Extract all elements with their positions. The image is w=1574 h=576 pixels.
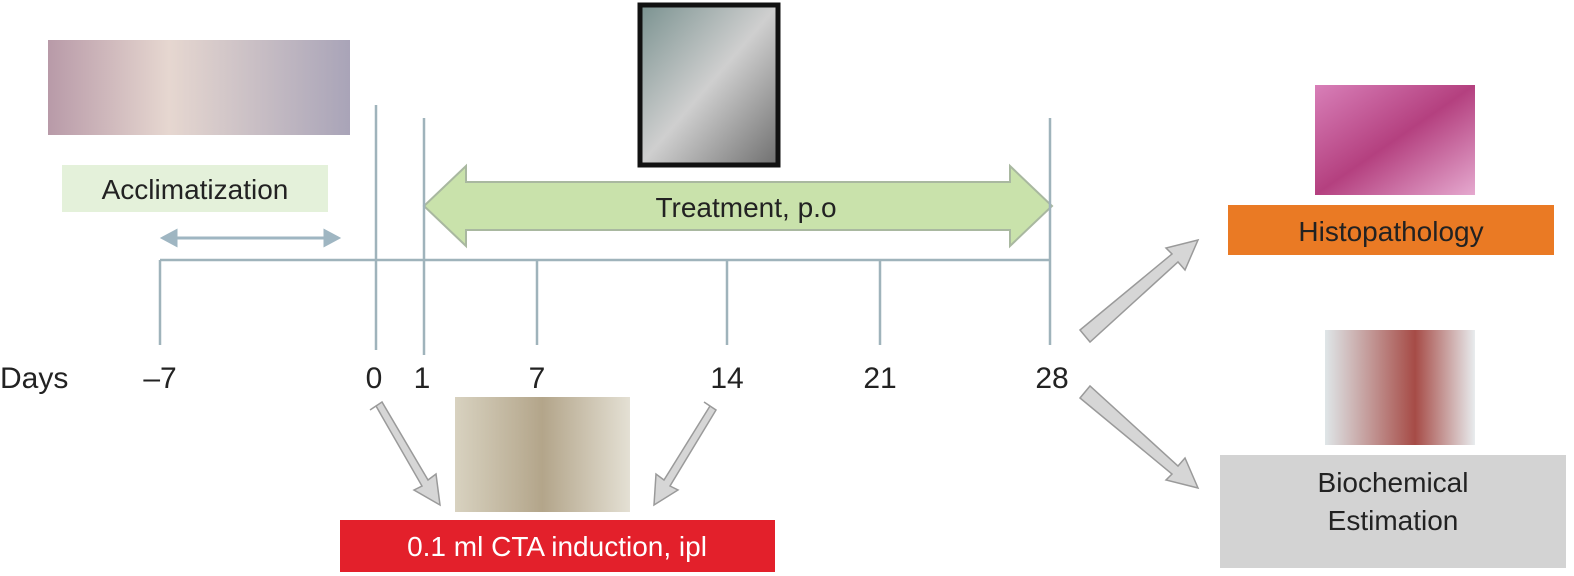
to-biochemical-arrow (1078, 384, 1200, 490)
acclimatization-label: Acclimatization (102, 174, 289, 205)
timeline (158, 105, 1052, 355)
tick-label: 28 (1035, 362, 1068, 395)
blood-samples-photo (1325, 330, 1475, 445)
tick-label: 14 (710, 362, 743, 395)
histopathology-box (1228, 205, 1554, 255)
biochemical-label-line2: Estimation (1328, 505, 1459, 536)
histopathology-label: Histopathology (1298, 216, 1483, 247)
treatment-arrow (422, 163, 1054, 249)
induction-label: 0.1 ml CTA induction, ipl (407, 531, 707, 562)
tick-label: 1 (414, 362, 431, 395)
axis-label-days: Days (0, 362, 68, 395)
oral-dosing-photo (637, 2, 781, 168)
tick-label: 21 (863, 362, 896, 395)
tick-label: 0 (366, 362, 383, 395)
rats-cage-photo (48, 40, 350, 135)
treatment-label: Treatment, p.o (655, 192, 836, 223)
day0-induction-arrow (369, 400, 441, 507)
paw-injection-photo (455, 397, 630, 512)
acclimatization-span-arrow (159, 228, 342, 248)
tick-label: –7 (143, 362, 176, 395)
to-histopathology-arrow (1078, 238, 1200, 344)
induction-box (340, 520, 775, 572)
tick-label: 7 (529, 362, 546, 395)
acclimatization-box (62, 165, 328, 212)
biochemical-label-line1: Biochemical (1318, 467, 1469, 498)
day14-induction-arrow (653, 401, 718, 507)
histology-slide-photo (1315, 85, 1475, 195)
biochemical-box (1220, 455, 1566, 568)
